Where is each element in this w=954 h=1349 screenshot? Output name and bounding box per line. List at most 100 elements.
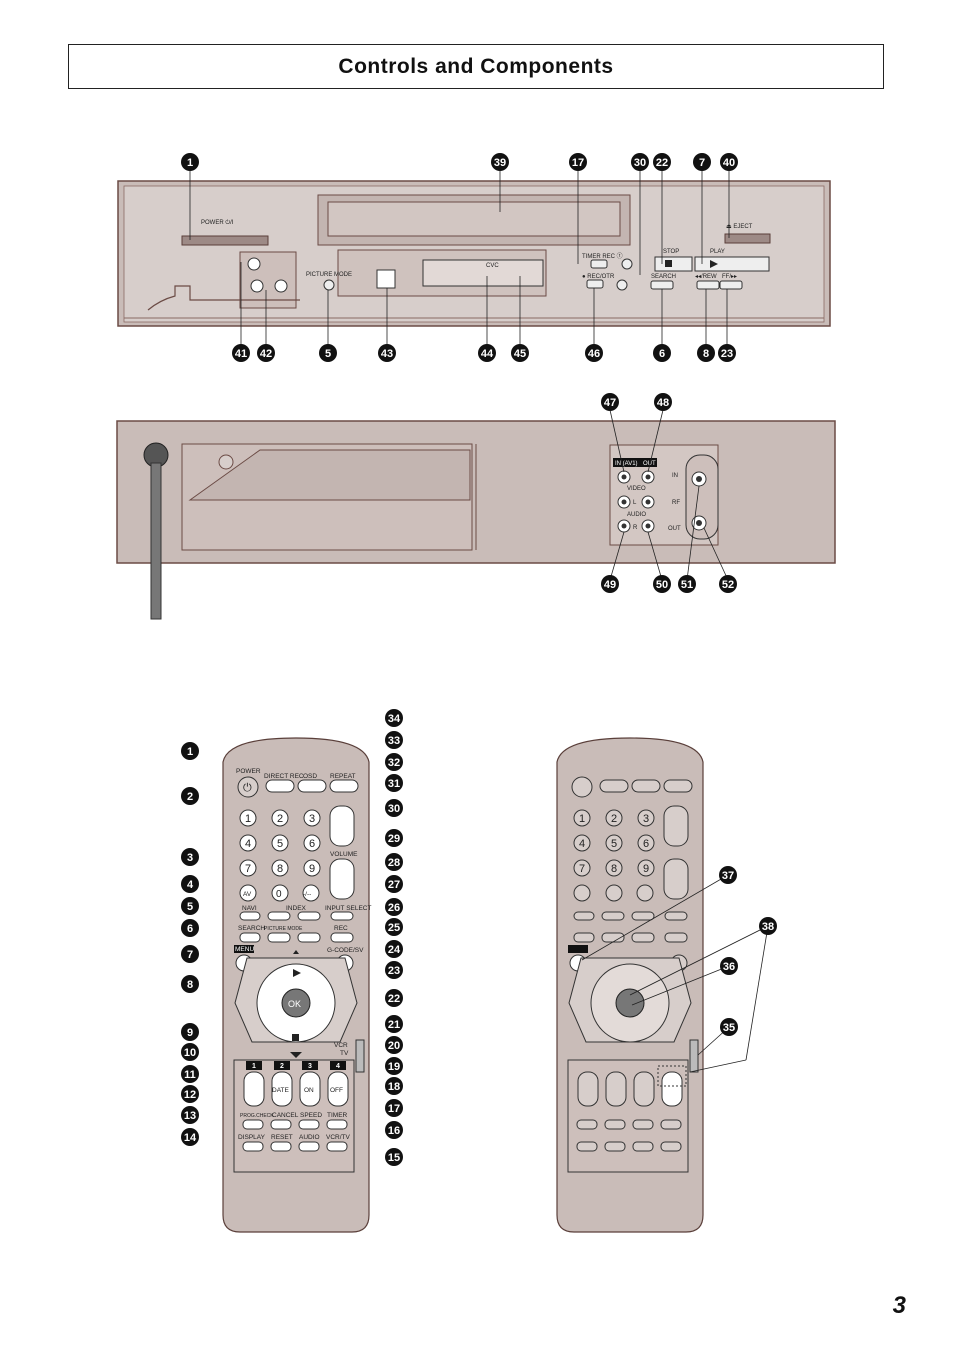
callout-number: 15 (385, 1148, 403, 1166)
front-timer-rec-label: TIMER REC ⓣ (582, 252, 623, 260)
callout-number: 6 (653, 344, 671, 362)
timer-tab (246, 1061, 262, 1070)
page-title: Controls and Components (338, 54, 614, 78)
remote-rec-label: REC (334, 925, 348, 932)
callout-number: 17 (385, 1099, 403, 1117)
numpad-key-label: 9 (309, 863, 315, 875)
svg-text:31: 31 (388, 778, 400, 790)
remote-repeat-label: REPEAT (330, 773, 356, 780)
numpad-key (605, 859, 623, 877)
front-play-label: PLAY (710, 249, 725, 255)
callout-number: 41 (232, 344, 250, 362)
svg-text:6: 6 (187, 923, 193, 935)
svg-text:5: 5 (325, 348, 331, 360)
callout-number: 19 (385, 1057, 403, 1075)
callout-number: 17 (569, 153, 587, 171)
vcr-rear-panel: IN (AV1) OUT VIDEO AUDIO L R IN RF OUT (116, 409, 836, 620)
remote-speed-label: SPEED (300, 1112, 322, 1119)
remote-volume-label: VOLUME (330, 851, 358, 858)
timer-tab-label: 2 (280, 1063, 284, 1070)
callout-number: 35 (720, 1018, 738, 1036)
callout-number: 25 (385, 918, 403, 936)
numpad-key-label: 7 (245, 863, 251, 875)
numpad-key (573, 859, 591, 877)
callout-number: 23 (718, 344, 736, 362)
remote-osd-label: OSD (303, 773, 317, 780)
svg-text:10: 10 (184, 1047, 196, 1059)
svg-text:22: 22 (388, 993, 400, 1005)
callout-number: 46 (585, 344, 603, 362)
callout-number: 16 (385, 1121, 403, 1139)
rear-l-label: L (633, 500, 637, 506)
remote-on-label: ON (304, 1087, 314, 1094)
title-box: Controls and Components (68, 44, 884, 89)
remote-direct-rec-label: DIRECT REC (264, 773, 304, 780)
svg-text:17: 17 (572, 157, 584, 169)
front-rec-otr-label: ● REC/OTR (582, 274, 615, 280)
callout-number: 40 (720, 153, 738, 171)
numpad-key (239, 834, 257, 852)
callout-number: 26 (385, 898, 403, 916)
remote-date-label: DATE (272, 1087, 290, 1094)
vcr-front-panel: POWER ⏻/I PICTURE MODE TIMER REC ⓣ ● REC… (117, 170, 831, 345)
callout-number: 27 (385, 875, 403, 893)
remote-menu-label: MENU (235, 946, 254, 953)
callout-number: 1 (181, 153, 199, 171)
remote-reset-label: RESET (271, 1134, 293, 1141)
numpad-key (271, 834, 289, 852)
numpad-key (605, 834, 623, 852)
svg-text:52: 52 (722, 579, 734, 591)
numpad-key-label: 5 (277, 838, 283, 850)
callout-number: 52 (719, 575, 737, 593)
callout-number: 32 (385, 753, 403, 771)
numpad-key-label: 2 (611, 813, 617, 825)
numpad-key (271, 859, 289, 877)
numpad-key (239, 809, 257, 827)
svg-text:45: 45 (514, 348, 526, 360)
front-stop-label: STOP (663, 249, 679, 255)
callout-number: 9 (181, 1023, 199, 1041)
timer-tab-label: 3 (308, 1063, 312, 1070)
callout-number: 29 (385, 829, 403, 847)
svg-text:21: 21 (388, 1019, 400, 1031)
svg-text:48: 48 (657, 397, 669, 409)
numpad-key (303, 834, 321, 852)
svg-text:32: 32 (388, 757, 400, 769)
numpad-key (637, 809, 655, 827)
numpad-key (573, 834, 591, 852)
svg-text:34: 34 (388, 713, 401, 725)
remote-zero: 0 (276, 889, 282, 900)
callout-number: 14 (181, 1128, 199, 1146)
callout-number: 5 (181, 897, 199, 915)
svg-text:26: 26 (388, 902, 400, 914)
svg-text:36: 36 (723, 961, 735, 973)
svg-text:23: 23 (388, 965, 400, 977)
callout-number: 47 (601, 393, 619, 411)
front-eject-label: ⏏ EJECT (726, 224, 753, 230)
svg-text:1: 1 (187, 746, 193, 758)
remote-navi-label: NAVI (242, 905, 257, 912)
svg-text:40: 40 (723, 157, 735, 169)
callout-number: 43 (378, 344, 396, 362)
numpad-key-label: 1 (579, 813, 585, 825)
svg-text:33: 33 (388, 735, 400, 747)
numpad-key-label: 8 (277, 863, 283, 875)
callout-number: 36 (720, 957, 738, 975)
callout-number: 6 (181, 919, 199, 937)
svg-text:24: 24 (388, 944, 401, 956)
svg-text:1: 1 (187, 157, 193, 169)
svg-text:8: 8 (187, 979, 193, 991)
numpad-key-label: 4 (579, 838, 585, 850)
callout-number: 51 (678, 575, 696, 593)
svg-text:47: 47 (604, 397, 616, 409)
callout-number: 37 (719, 866, 737, 884)
callout-number: 50 (653, 575, 671, 593)
callout-number: 30 (385, 799, 403, 817)
callout-number: 28 (385, 853, 403, 871)
svg-text:44: 44 (481, 348, 494, 360)
rear-out-label: OUT (643, 461, 656, 467)
